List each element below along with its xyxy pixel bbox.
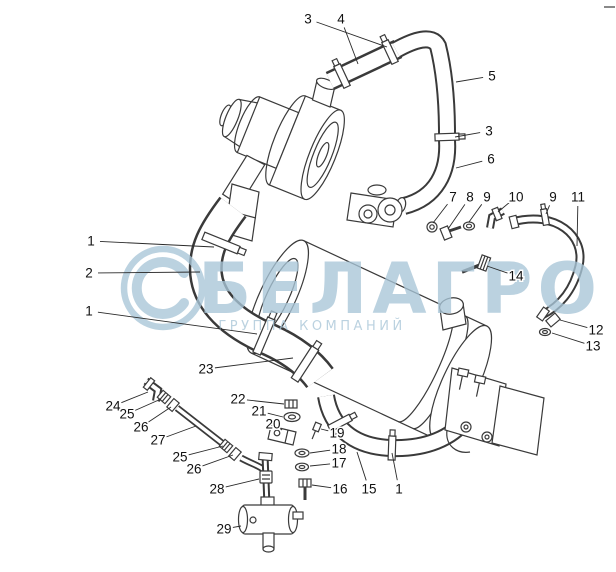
compressor <box>346 184 407 228</box>
leader-line <box>309 463 331 467</box>
callout-label-18: 18 <box>331 442 346 457</box>
drain-hose <box>508 203 585 337</box>
callout-label-6: 6 <box>487 152 495 167</box>
intake-hose-and-pipes <box>325 30 466 215</box>
callout-label-20: 20 <box>265 417 280 432</box>
callout-label-15: 15 <box>361 482 376 497</box>
leader-line <box>559 319 588 329</box>
leader-line <box>97 311 258 335</box>
mounting-bracket <box>444 367 545 456</box>
callout-label-1: 1 <box>395 482 403 497</box>
leader-line <box>320 428 329 432</box>
leader-line <box>148 406 172 423</box>
leader-line <box>202 454 234 467</box>
callout-label-3: 3 <box>485 124 493 139</box>
leader-line <box>455 77 484 83</box>
callout-label-14: 14 <box>508 269 524 284</box>
intake-elbow <box>188 196 334 389</box>
leader-line <box>188 445 224 456</box>
remote-hose-assembly <box>142 376 267 473</box>
pressure-valve <box>237 451 304 553</box>
leader-line <box>232 525 242 528</box>
fastener-parts <box>426 206 505 274</box>
callout-label-25: 25 <box>172 450 187 465</box>
callout-label-8: 8 <box>466 190 474 205</box>
callout-label-3: 3 <box>304 12 312 27</box>
leader-line <box>356 451 367 481</box>
callout-label-25: 25 <box>119 407 134 422</box>
callout-label-2: 2 <box>85 266 93 281</box>
leader-line <box>432 203 448 224</box>
callout-label-5: 5 <box>488 69 496 84</box>
callout-label-24: 24 <box>105 399 121 414</box>
watermark: БЕЛАГРО ГРУППА КОМПАНИЙ <box>120 245 602 334</box>
leader-line <box>551 332 585 344</box>
callout-label-29: 29 <box>216 522 231 537</box>
leader-line <box>576 205 579 247</box>
valve-fasteners <box>267 399 323 500</box>
callout-label-10: 10 <box>508 190 523 205</box>
leader-line <box>343 27 359 65</box>
callout-label-16: 16 <box>332 482 347 497</box>
leader-line <box>447 204 466 230</box>
callout-label-22: 22 <box>230 392 245 407</box>
callout-label-1: 1 <box>85 304 93 319</box>
muffler-outlet-stub <box>439 297 467 331</box>
air-cleaner <box>219 77 345 242</box>
leader-line <box>166 425 197 438</box>
callout-label-12: 12 <box>588 323 603 338</box>
callout-label-21: 21 <box>251 404 266 419</box>
leader-line <box>97 271 201 274</box>
callout-label-13: 13 <box>585 339 600 354</box>
callout-label-7: 7 <box>449 190 457 205</box>
belagro-logo-icon <box>120 245 206 331</box>
leader-line <box>455 160 483 169</box>
leader-line <box>135 398 162 411</box>
callout-label-23: 23 <box>198 362 213 377</box>
leader-line <box>225 478 260 488</box>
watermark-brand: БЕЛАГРО <box>198 248 602 330</box>
leader-line <box>311 484 332 489</box>
callout-label-9: 9 <box>483 190 491 205</box>
leader-line <box>280 428 283 431</box>
leader-line <box>545 205 550 215</box>
leader-line <box>309 449 331 454</box>
callout-label-11: 11 <box>571 190 585 205</box>
callout-label-26: 26 <box>133 420 148 435</box>
leader-line <box>267 412 284 418</box>
leader-line <box>246 399 285 405</box>
callout-label-28: 28 <box>209 482 224 497</box>
leader-line <box>486 265 508 274</box>
callout-label-9: 9 <box>549 190 557 205</box>
callout-label-4: 4 <box>337 12 345 27</box>
callout-label-17: 17 <box>331 456 346 471</box>
leader-line <box>316 21 388 48</box>
callout-label-19: 19 <box>329 426 344 441</box>
watermark-subtitle: ГРУППА КОМПАНИЙ <box>218 318 405 334</box>
leader-line <box>391 452 398 481</box>
callout-label-27: 27 <box>150 433 165 448</box>
leader-line <box>121 391 149 404</box>
leader-line <box>99 240 215 248</box>
callout-label-1: 1 <box>87 234 95 249</box>
leader-line <box>468 204 483 223</box>
leader-line <box>497 202 510 213</box>
leader-line <box>214 357 294 369</box>
leader-line <box>454 132 481 138</box>
callout-label-26: 26 <box>186 462 201 477</box>
